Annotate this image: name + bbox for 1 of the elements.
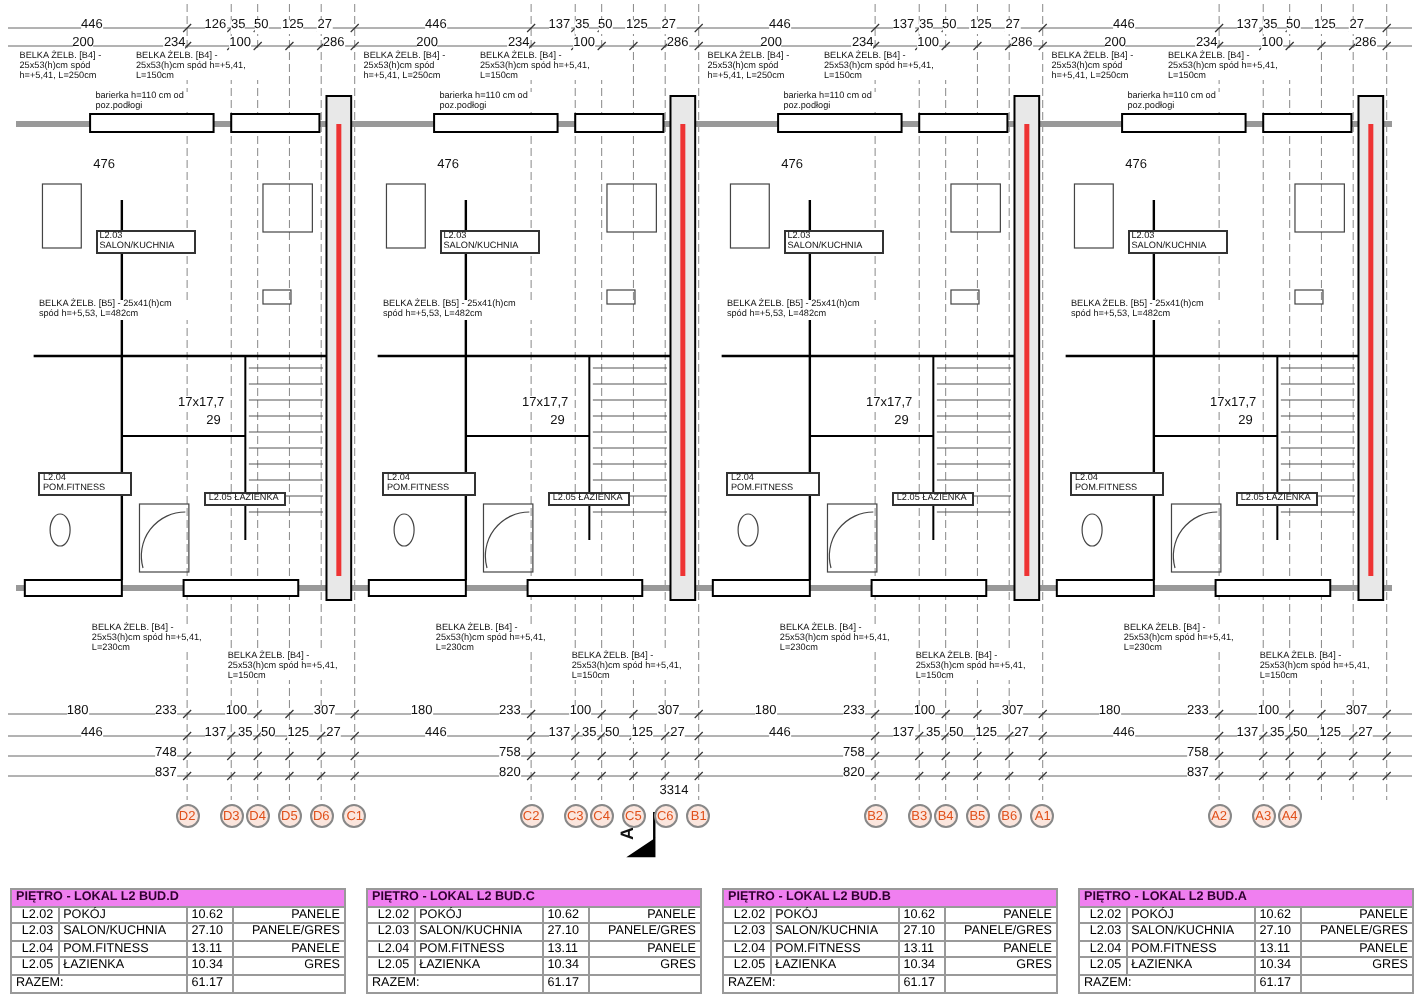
section-mark: A [619, 826, 639, 840]
